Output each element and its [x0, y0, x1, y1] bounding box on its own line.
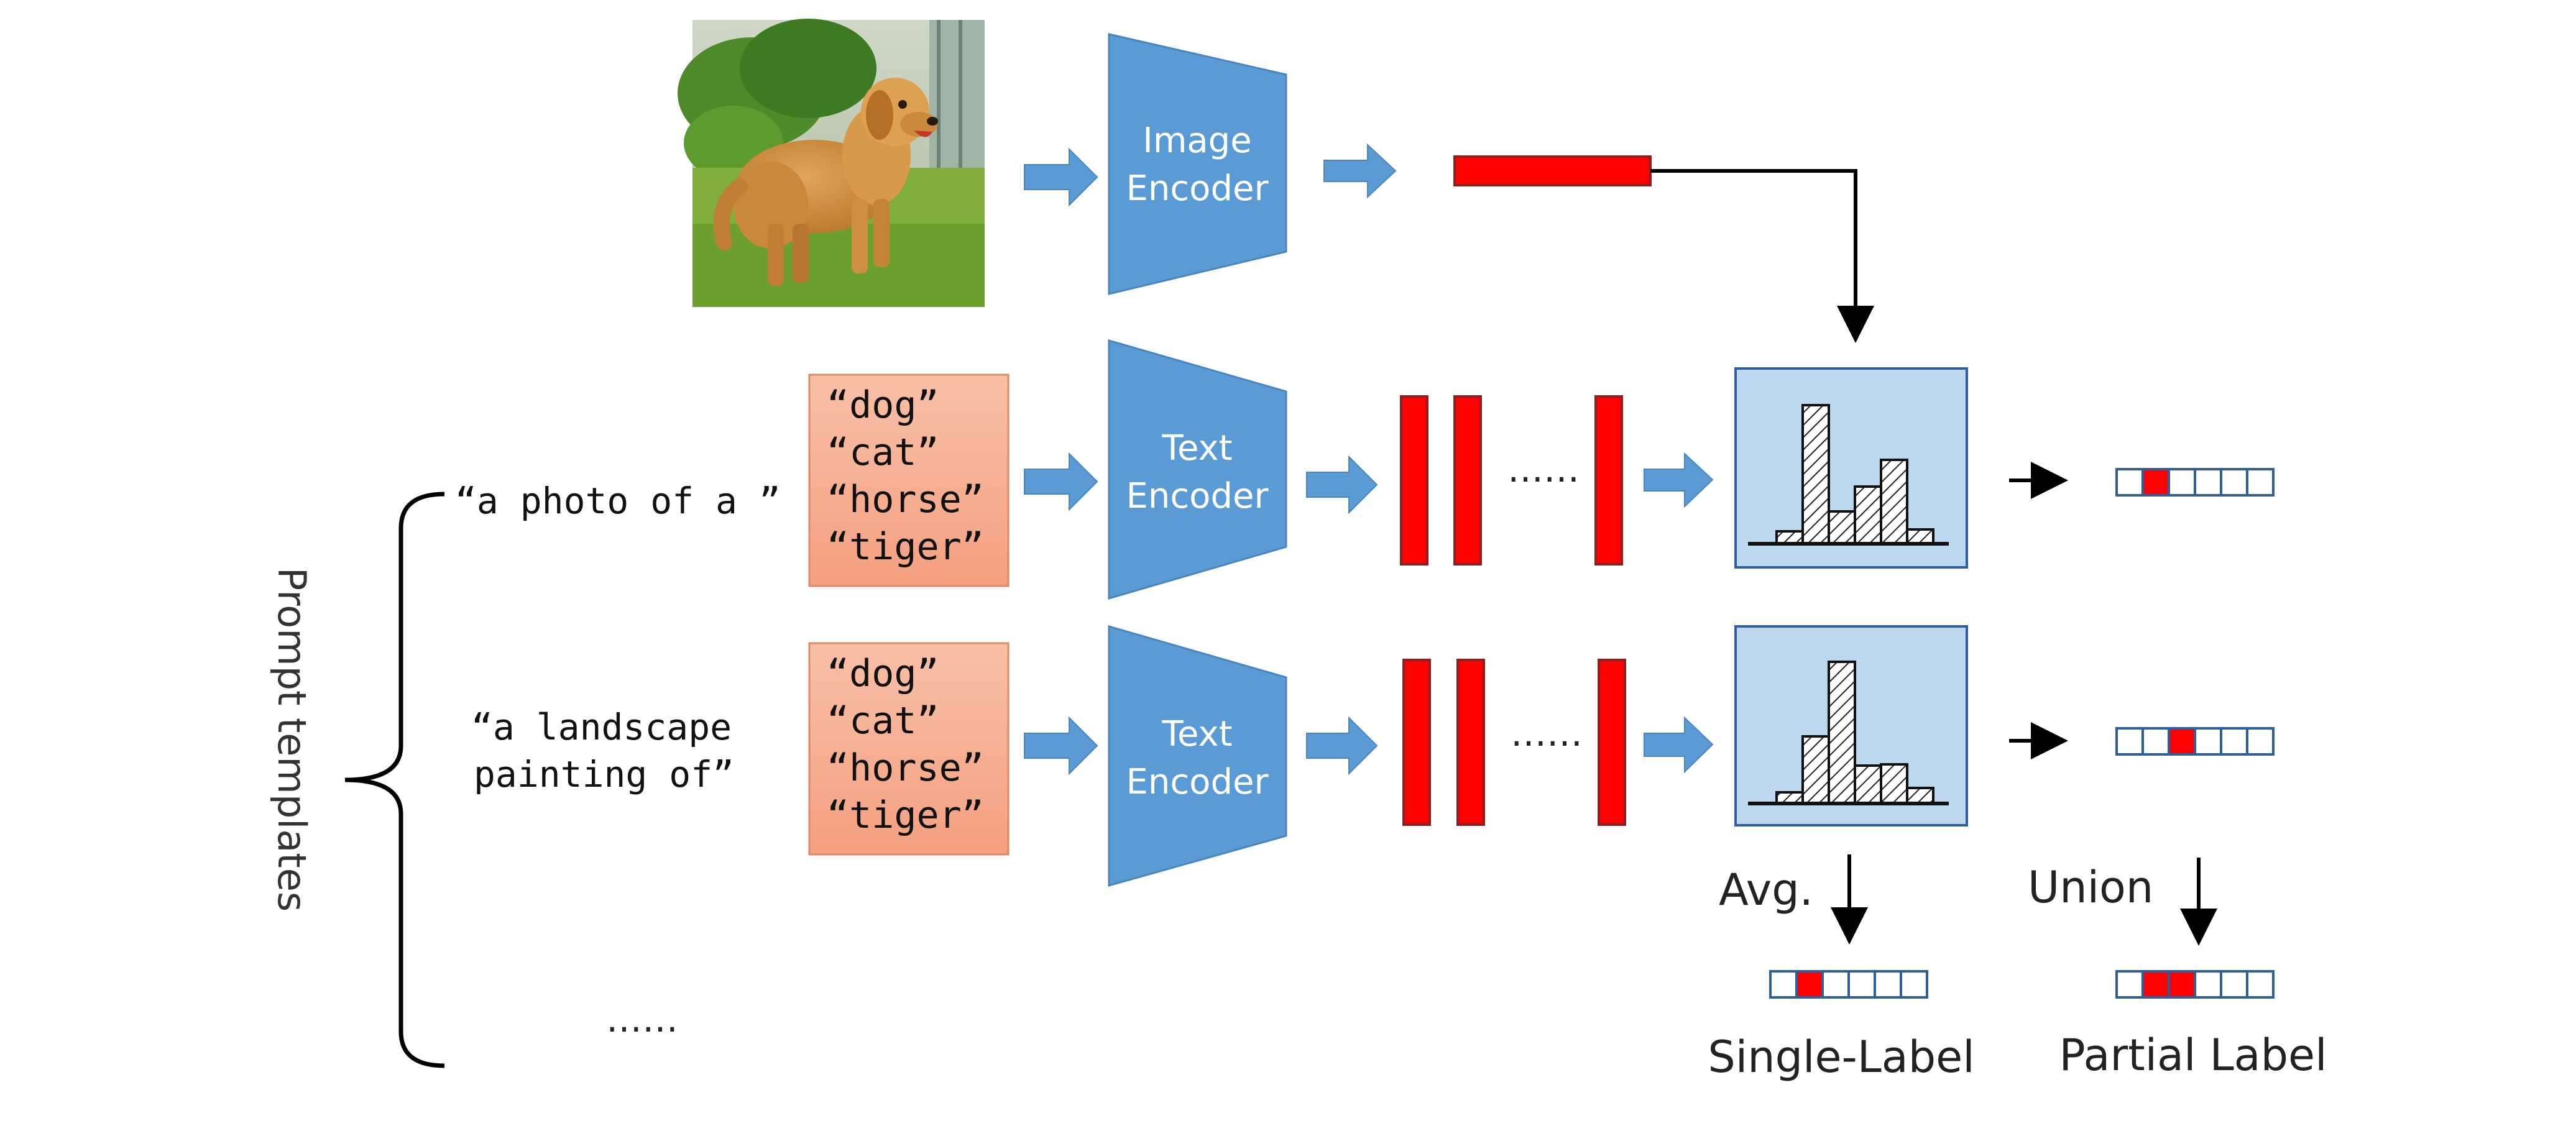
template-1: “a photo of a ”: [455, 480, 781, 522]
svg-text:Encoder: Encoder: [1126, 168, 1269, 209]
block-arrow-text2-out: [1306, 716, 1378, 776]
dog-figure: [713, 78, 938, 286]
class-box-2: “dog” “cat” “horse” “tiger”: [808, 642, 1010, 856]
text-encoder-1: Text Encoder: [1108, 339, 1287, 600]
block-arrow-feat1-out: [1644, 452, 1714, 508]
image-feature-connector: [1650, 169, 1874, 343]
histogram-panel-2: [1734, 625, 1968, 826]
template-2-line-1: “a landscape: [471, 706, 732, 748]
svg-text:“tiger”: “tiger”: [827, 525, 984, 569]
svg-text:“cat”: “cat”: [827, 699, 939, 743]
text-encoder-2: Text Encoder: [1108, 625, 1287, 887]
text-feature-bar: [1594, 395, 1623, 566]
feature-ellipsis-2: ……: [1511, 712, 1583, 754]
partial-label-vector: [2115, 970, 2275, 999]
avg-label: Avg.: [1719, 864, 1813, 915]
prompt-templates-brace: [344, 492, 445, 1068]
template-2-line-2: painting of”: [474, 753, 734, 795]
block-arrow-text2-in: [1024, 716, 1098, 776]
class-box-1: “dog” “cat” “horse” “tiger”: [808, 373, 1010, 587]
svg-text:“dog”: “dog”: [827, 652, 939, 695]
svg-text:“horse”: “horse”: [827, 746, 984, 790]
block-arrow-feat2-out: [1644, 716, 1714, 774]
text-feature-bar: [1456, 659, 1485, 826]
svg-text:“cat”: “cat”: [827, 431, 939, 474]
svg-text:Image: Image: [1143, 121, 1251, 161]
block-arrow-text1-in: [1024, 452, 1098, 511]
single-label-caption: Single-Label: [1708, 1032, 1974, 1083]
svg-text:Encoder: Encoder: [1126, 762, 1269, 802]
black-arrows: [1831, 462, 2217, 946]
union-label: Union: [2028, 862, 2153, 913]
svg-text:Text: Text: [1161, 714, 1232, 754]
label-vector-1: [2115, 468, 2275, 497]
template-more: ……: [606, 998, 678, 1040]
text-feature-bar: [1598, 659, 1626, 826]
input-image: [678, 19, 985, 307]
svg-text:“tiger”: “tiger”: [827, 794, 984, 837]
histogram-panel-1: [1734, 367, 1968, 569]
text-feature-bar: [1453, 395, 1482, 566]
text-features-1: [1400, 395, 1623, 566]
block-arrow-image-out: [1323, 143, 1397, 199]
image-encoder: Image Encoder: [1108, 33, 1287, 295]
image-feature-vector: [1453, 155, 1652, 186]
feature-ellipsis-1: ……: [1507, 448, 1580, 490]
label-vector-2: [2115, 727, 2275, 756]
svg-text:“horse”: “horse”: [827, 478, 984, 521]
single-label-vector: [1769, 970, 1928, 999]
svg-text:Encoder: Encoder: [1126, 476, 1269, 516]
block-arrows: [1024, 143, 1714, 776]
svg-text:“dog”: “dog”: [827, 383, 939, 427]
text-features-2: [1402, 659, 1626, 826]
partial-label-caption: Partial Label: [2059, 1030, 2327, 1081]
block-arrow-image-in: [1024, 147, 1098, 207]
prompt-templates-label: Prompt templates: [269, 567, 315, 912]
text-feature-bar: [1402, 659, 1431, 826]
block-arrow-text1-out: [1306, 455, 1378, 515]
svg-text:Text: Text: [1161, 428, 1232, 469]
text-feature-bar: [1400, 395, 1428, 566]
